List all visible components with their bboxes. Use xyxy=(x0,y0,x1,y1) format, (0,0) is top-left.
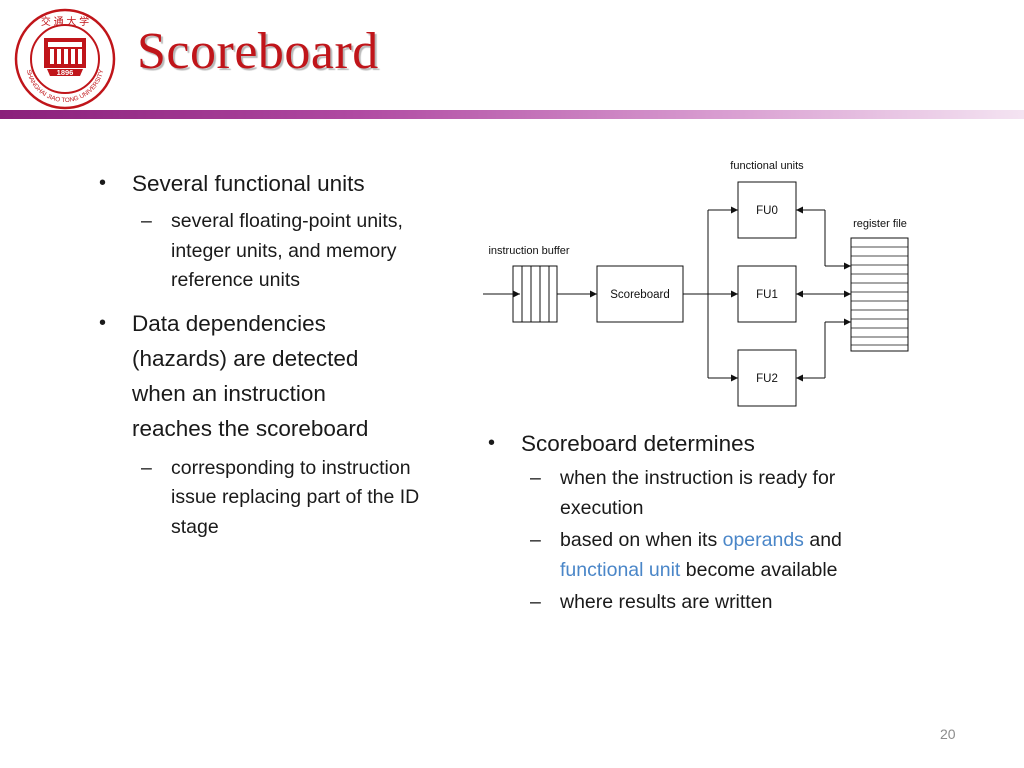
text-line: functional unit become available xyxy=(560,556,918,586)
slide-title: Scoreboard xyxy=(137,23,379,80)
register-file xyxy=(850,237,909,352)
fu2-label: FU2 xyxy=(756,373,778,385)
text-line: corresponding to instruction xyxy=(171,456,411,479)
left-content: • Several functional units – several flo… xyxy=(99,166,479,542)
text-line: several floating-point units, xyxy=(171,210,403,232)
bullet-dot: • xyxy=(488,432,496,454)
seal-top-text: 交 通 大 学 xyxy=(41,15,89,28)
sub-bullet-dash: – xyxy=(530,591,541,613)
sub-bullet-issue-stage: – corresponding to instruction issue rep… xyxy=(99,454,479,543)
bullet-data-dependencies: • Data dependencies (hazards) are detect… xyxy=(99,306,479,446)
text-line: Data dependencies xyxy=(132,310,326,336)
text-line: when the instruction is ready for xyxy=(560,467,836,489)
text-run: and xyxy=(803,529,842,551)
sub-bullet-unit-types: – several floating-point units, integer … xyxy=(99,207,479,296)
university-seal-logo: 交 通 大 学 SHANGHAI JIAO TONG UNIVERSITY 18… xyxy=(14,8,116,110)
fu0-box: FU0 xyxy=(737,181,797,239)
page-number: 20 xyxy=(940,726,956,742)
text-line: execution xyxy=(560,496,644,519)
sub-bullet-ready: – when the instruction is ready for exec… xyxy=(488,464,918,523)
sub-bullet-results: – where results are written xyxy=(488,588,918,618)
bullet-functional-units: • Several functional units xyxy=(99,166,479,201)
functional-unit-highlight: functional unit xyxy=(560,558,681,581)
fu1-box: FU1 xyxy=(737,265,797,323)
operands-highlight: operands xyxy=(722,529,804,551)
scoreboard-diagram: functional units register file instructi… xyxy=(483,160,909,407)
text-run: based on when its xyxy=(560,529,723,551)
fu2-box: FU2 xyxy=(737,349,797,407)
sub-bullet-dash: – xyxy=(141,210,152,232)
register-file-label: register file xyxy=(853,218,907,230)
bullet-dot: • xyxy=(99,311,107,334)
text-line: (hazards) are detected xyxy=(132,345,359,371)
bullet-scoreboard-determines: • Scoreboard determines xyxy=(488,426,918,461)
sub-bullet-dash: – xyxy=(530,529,541,551)
text-line: when an instruction xyxy=(132,380,326,406)
fu0-regfile-connection xyxy=(796,206,851,270)
text-line: stage xyxy=(171,515,219,538)
fu0-label: FU0 xyxy=(756,205,778,217)
scoreboard-box: Scoreboard xyxy=(596,265,684,323)
bullet-text: Scoreboard determines xyxy=(521,431,755,456)
fu1-label: FU1 xyxy=(756,289,778,301)
title-divider xyxy=(0,110,1024,119)
sub-bullet-dash: – xyxy=(530,467,541,489)
text-line: issue replacing part of the ID xyxy=(171,486,420,508)
right-content: • Scoreboard determines – when the instr… xyxy=(488,426,918,618)
seal-year: 1896 xyxy=(57,68,74,77)
text-run: become available xyxy=(680,558,838,581)
sub-bullet-operands: – based on when its operands and functio… xyxy=(488,526,918,585)
scoreboard-box-label: Scoreboard xyxy=(610,289,669,301)
text-line: reaches the scoreboard xyxy=(132,415,369,441)
sub-bullet-dash: – xyxy=(141,456,152,479)
bullet-text: Several functional units xyxy=(132,171,365,196)
functional-units-label: functional units xyxy=(730,160,804,172)
text-line: where results are written xyxy=(560,591,773,613)
bullet-dot: • xyxy=(99,172,107,194)
instruction-buffer-label: instruction buffer xyxy=(488,245,569,257)
text-line: reference units xyxy=(171,269,300,291)
text-line: based on when its operands and xyxy=(560,526,918,556)
fu2-regfile-connection xyxy=(796,318,851,382)
text-line: integer units, and memory xyxy=(171,239,397,262)
